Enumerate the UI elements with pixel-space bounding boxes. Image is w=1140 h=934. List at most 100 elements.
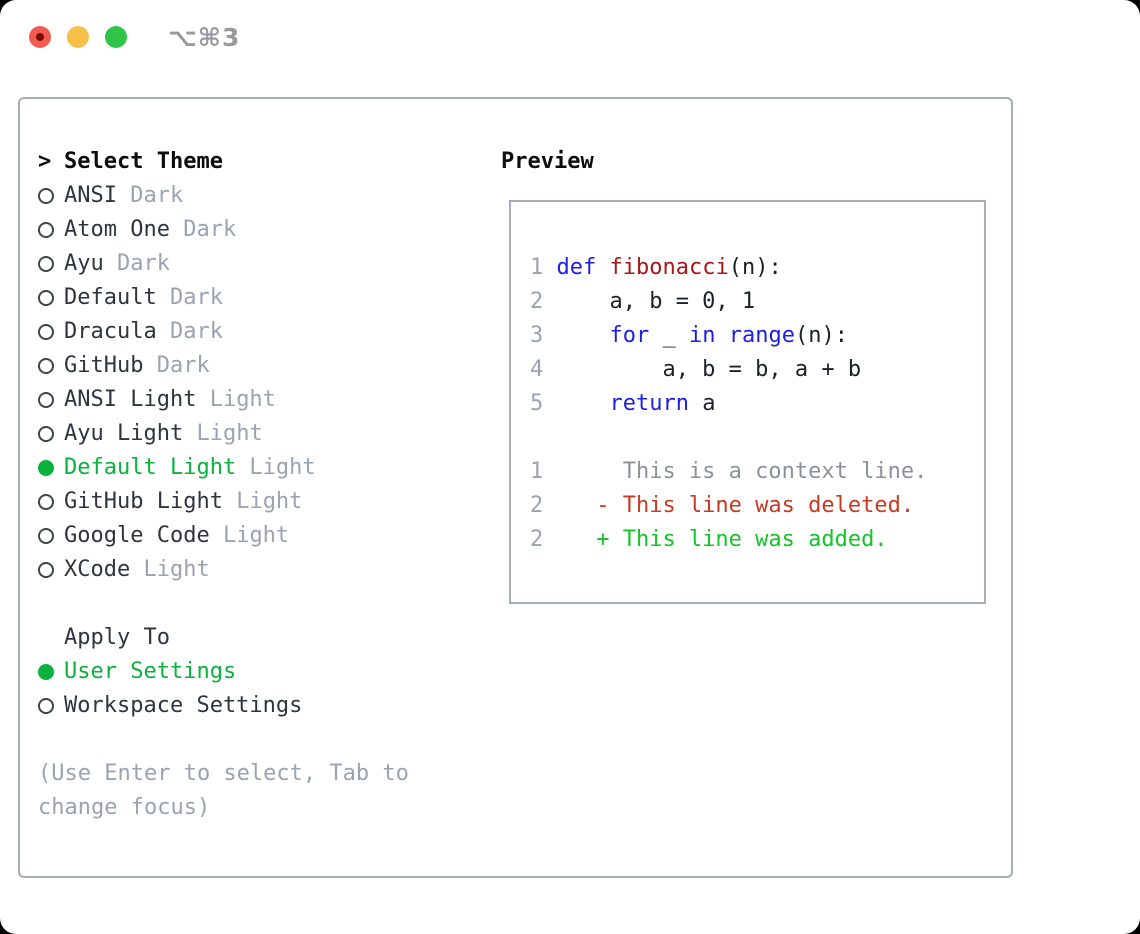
theme-variant-label: Light [222,489,303,514]
theme-variant-label: Light [196,387,276,412]
code-segment-text [556,323,609,348]
radio-marker [38,426,64,442]
code-segment-text: a, b = b, a + b [556,357,862,382]
theme-option-ayu[interactable]: Ayu Dark [38,247,501,281]
radio-marker [38,494,64,510]
theme-list-title: Select Theme [64,149,223,174]
code-segment-context: This is a context line. [556,459,928,484]
preview-line: 5 return a [530,387,984,421]
code-segment-text: _ [649,323,689,348]
minimize-button[interactable] [67,26,89,48]
radio-marker [38,256,64,272]
preview-line: 2 a, b = 0, 1 [530,285,984,319]
theme-variant-label: Light [209,523,290,548]
hint-text-line-1: (Use Enter to select, Tab to [38,761,409,786]
theme-option-github[interactable]: GitHub Dark [38,349,501,383]
code-segment-deleted: - This line was deleted. [556,493,915,518]
theme-option-label: Default [64,285,157,310]
theme-option-label: Ayu Light [64,421,184,446]
theme-option-label: ANSI [64,183,117,208]
radio-marker [38,562,64,578]
code-segment-added: + This line was added. [556,527,888,552]
titlebar: ⌥⌘3 [29,23,240,52]
radio-marker [38,290,64,306]
theme-option-label: ANSI Light [64,387,197,412]
prompt-marker: > [38,145,64,179]
theme-option-ansi[interactable]: ANSI Dark [38,179,501,213]
theme-option-ansi-light[interactable]: ANSI Light Light [38,383,501,417]
apply-option-label: User Settings [64,659,237,684]
code-segment-text: a, b = 0, 1 [556,289,756,314]
theme-option-xcode[interactable]: XCode Light [38,553,501,587]
theme-option-ayu-light[interactable]: Ayu Light Light [38,417,501,451]
radio-icon [38,256,54,272]
theme-option-label: Ayu [64,251,104,276]
line-number: 2 [530,289,544,314]
theme-variant-label: Dark [143,353,210,378]
prompt-icon: > [38,149,52,174]
code-segment-keyword: for [609,323,650,348]
maximize-button[interactable] [105,26,127,48]
code-segment-text: a [688,391,716,416]
line-number: 3 [530,323,544,348]
code-segment-text [556,391,609,416]
radio-icon [38,426,54,442]
theme-variant-label: Dark [116,183,184,208]
radio-selected-icon [38,664,54,680]
theme-option-google-code[interactable]: Google Code Light [38,519,501,553]
theme-option-default[interactable]: Default Dark [38,281,501,315]
apply-to-header: Apply To [38,621,501,655]
preview-line: 4 a, b = b, a + b [530,353,984,387]
preview-blank-line [530,421,984,455]
radio-icon [38,698,54,714]
radio-icon [38,358,54,374]
radio-icon [38,222,54,238]
code-segment-text: (n): [794,323,848,348]
radio-icon [38,188,54,204]
preview-line: 2 + This line was added. [530,523,984,557]
radio-marker [38,460,64,476]
preview-line: 2 - This line was deleted. [530,489,984,523]
theme-variant-label: Light [130,557,210,582]
radio-icon [38,392,54,408]
theme-list-header: > Select Theme [38,145,501,179]
code-segment-keyword: range [728,323,795,348]
preview-line: 3 for _ in range(n): [530,319,984,353]
theme-variant-label: Light [183,421,263,446]
code-segment-text: (n): [728,255,782,280]
radio-icon [38,528,54,544]
theme-option-label: Default Light [64,455,237,480]
code-segment-keyword: def [556,255,597,280]
code-segment-keyword: return [609,391,689,416]
theme-option-github-light[interactable]: GitHub Light Light [38,485,501,519]
preview-title: Preview [501,149,594,174]
theme-variant-label: Dark [156,285,223,310]
line-number: 2 [530,493,544,518]
theme-option-default-light[interactable]: Default Light Light [38,451,501,485]
apply-option-workspace-settings[interactable]: Workspace Settings [38,689,501,723]
radio-marker [38,392,64,408]
line-number: 5 [530,391,544,416]
theme-option-label: GitHub [64,353,144,378]
theme-variant-label: Dark [169,217,237,242]
code-segment-function: fibonacci [609,255,729,280]
radio-marker [38,188,64,204]
theme-option-label: XCode [64,557,131,582]
theme-option-atom-one[interactable]: Atom One Dark [38,213,501,247]
theme-option-label: GitHub Light [64,489,223,514]
apply-option-user-settings[interactable]: User Settings [38,655,501,689]
hint-text-line-2: change focus) [38,795,211,820]
theme-option-dracula[interactable]: Dracula Dark [38,315,501,349]
close-button[interactable] [29,26,51,48]
apply-option-label: Workspace Settings [64,693,303,718]
radio-marker [38,698,64,714]
preview-line: 1 This is a context line. [530,455,984,489]
apply-to-title: Apply To [64,625,170,650]
